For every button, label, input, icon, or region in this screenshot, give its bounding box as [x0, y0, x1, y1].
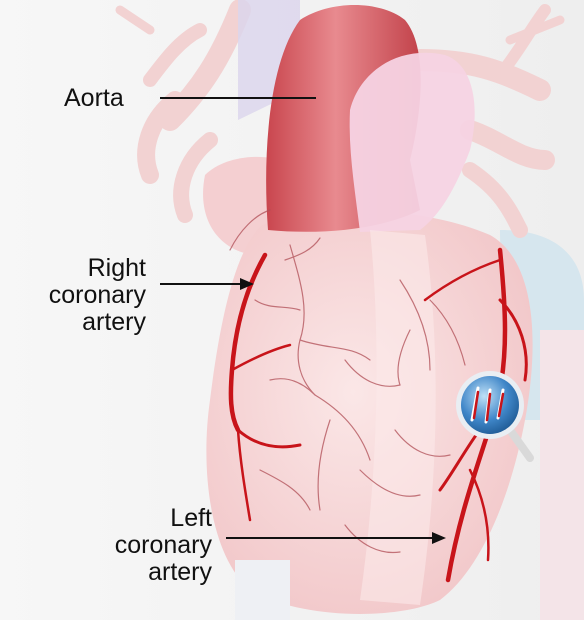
label-rca-line-3: artery: [49, 309, 146, 336]
side-panel: [540, 330, 584, 620]
label-rca-line-1: Right: [49, 255, 146, 282]
label-aorta: Aorta: [64, 85, 124, 112]
label-lca-line-1: Left: [115, 505, 212, 532]
label-right-coronary-artery: Right coronary artery: [49, 255, 146, 336]
label-left-coronary-artery: Left coronary artery: [115, 505, 212, 586]
descending-vessel: [235, 560, 290, 620]
label-lca-line-2: coronary: [115, 532, 212, 559]
label-rca-line-2: coronary: [49, 282, 146, 309]
label-lca-line-3: artery: [115, 559, 212, 586]
